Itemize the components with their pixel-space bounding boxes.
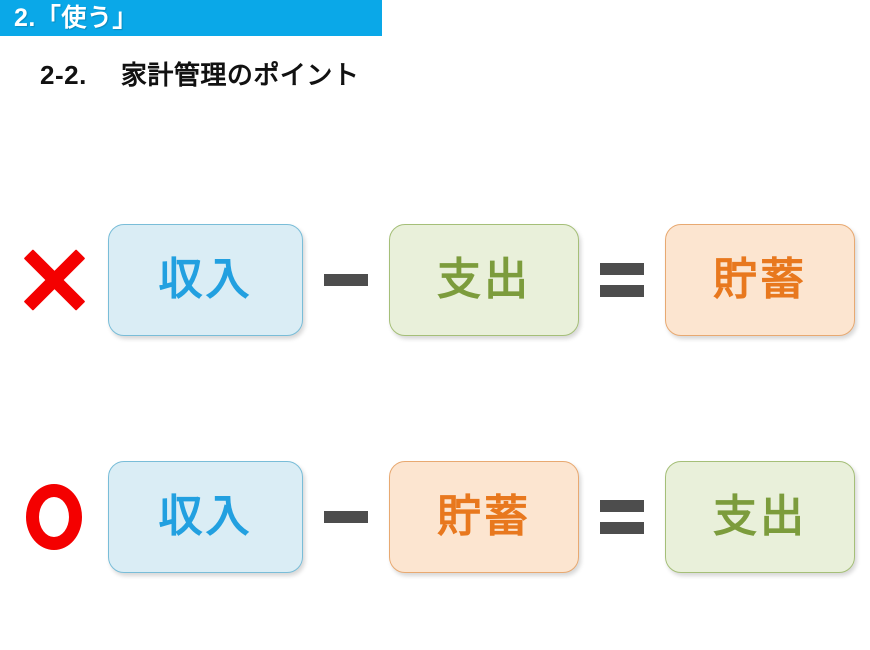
term-box-income-incorrect: 収入 bbox=[108, 224, 303, 336]
term-label-income: 収入 bbox=[158, 255, 253, 304]
operator-minus-incorrect bbox=[303, 274, 389, 286]
term-box-income-correct: 収入 bbox=[108, 461, 303, 573]
term-box-savings-correct: 貯蓄 bbox=[389, 461, 579, 573]
equals-icon bbox=[600, 500, 644, 534]
page-title: 2-2. 家計管理のポイント bbox=[40, 55, 359, 92]
subtitle-number: 2-2. bbox=[40, 60, 87, 90]
minus-icon bbox=[324, 274, 368, 286]
term-box-expense-incorrect: 支出 bbox=[389, 224, 579, 336]
operator-minus-correct bbox=[303, 511, 389, 523]
term-label-savings: 貯蓄 bbox=[437, 492, 531, 541]
equals-icon bbox=[600, 263, 644, 297]
operator-equals-incorrect bbox=[579, 263, 665, 297]
equation-row-incorrect: 収入 支出 貯蓄 bbox=[0, 212, 870, 348]
equation-row-correct: 収入 貯蓄 支出 bbox=[0, 449, 870, 585]
section-banner-label: 2.「使う」 bbox=[14, 3, 138, 32]
mark-cell-incorrect bbox=[0, 251, 108, 309]
minus-icon bbox=[324, 511, 368, 523]
term-box-savings-incorrect: 貯蓄 bbox=[665, 224, 855, 336]
term-label-expense: 支出 bbox=[437, 255, 531, 304]
term-label-savings: 貯蓄 bbox=[713, 255, 807, 304]
cross-mark-icon bbox=[25, 251, 83, 309]
term-box-expense-correct: 支出 bbox=[665, 461, 855, 573]
circle-mark-icon bbox=[26, 484, 82, 550]
operator-equals-correct bbox=[579, 500, 665, 534]
subtitle-text: 家計管理のポイント bbox=[120, 60, 360, 90]
term-label-income: 収入 bbox=[158, 492, 253, 541]
mark-cell-correct bbox=[0, 484, 108, 550]
section-banner: 2.「使う」 bbox=[0, 0, 382, 36]
term-label-expense: 支出 bbox=[713, 492, 807, 541]
